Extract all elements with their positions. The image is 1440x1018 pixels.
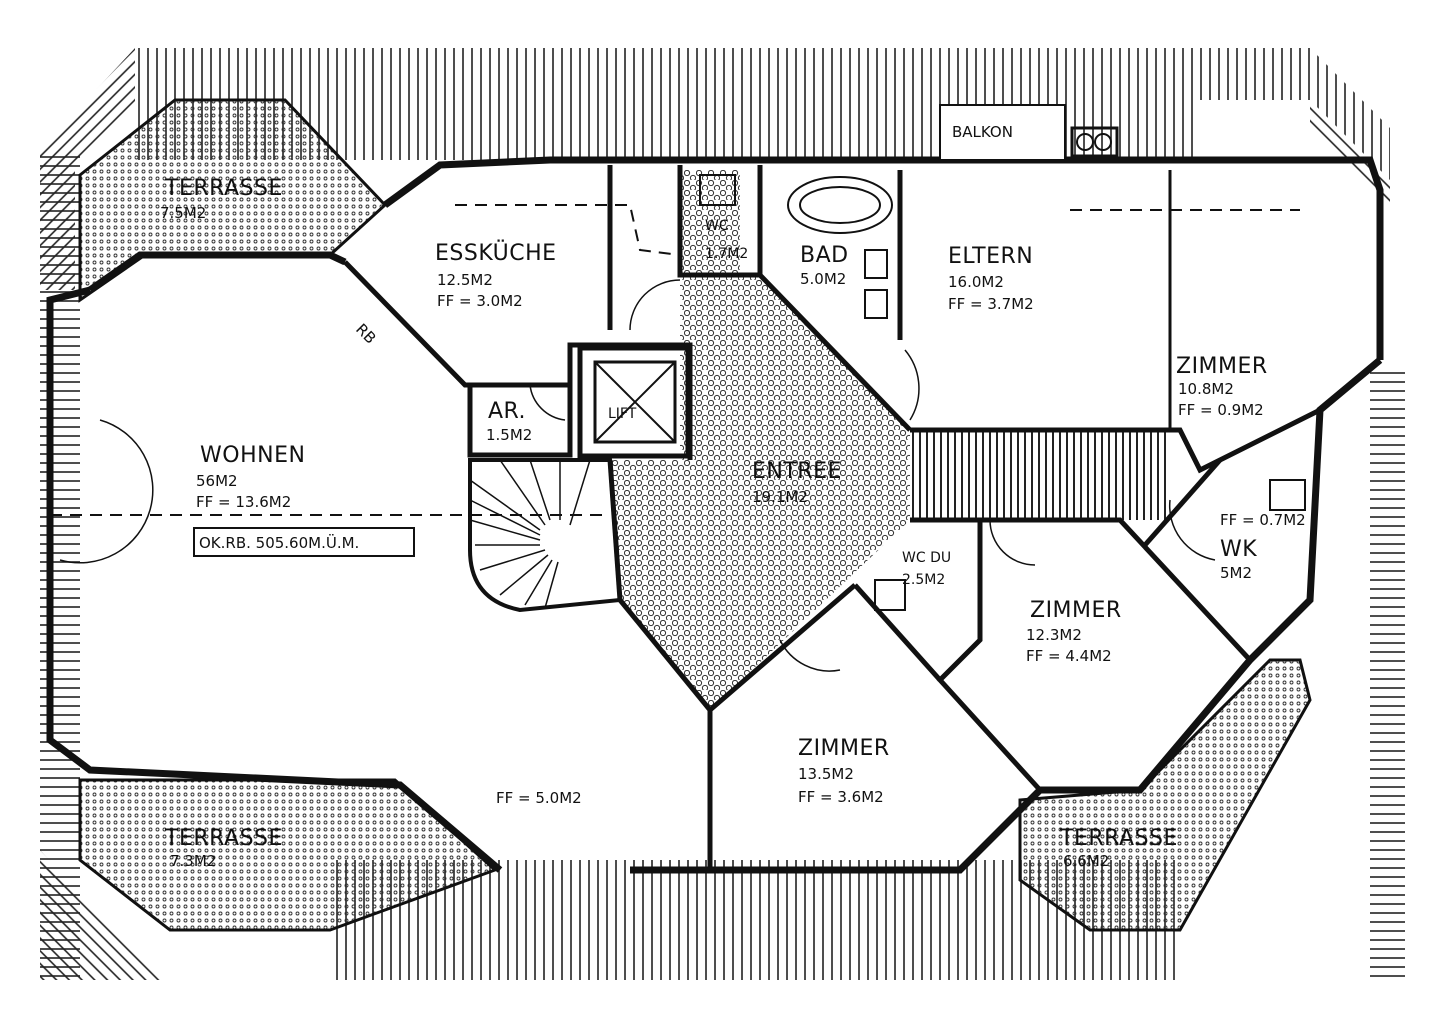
wohnen-area: 56M2 xyxy=(196,472,238,490)
zimmer-ne-area: 10.8M2 xyxy=(1178,380,1234,398)
entree-floor xyxy=(610,170,1170,710)
level-note: OK.RB. 505.60M.Ü.M. xyxy=(199,533,359,552)
ar-name: AR. xyxy=(488,399,526,424)
level-note-box xyxy=(193,527,415,557)
esskueche-name: ESSKÜCHE xyxy=(435,240,557,266)
wk-ff: FF = 0.7M2 xyxy=(1220,511,1306,529)
zimmer-s-area: 13.5M2 xyxy=(798,765,854,783)
esskueche-area: 12.5M2 xyxy=(437,271,493,289)
zimmer-s-name: ZIMMER xyxy=(798,736,890,761)
wc-upper-name: WC xyxy=(705,218,729,234)
dashed-lines xyxy=(50,204,1300,516)
zimmer-e-area: 12.3M2 xyxy=(1026,626,1082,644)
ar-area: 1.5M2 xyxy=(486,426,532,444)
bad-area: 5.0M2 xyxy=(800,270,846,288)
bad-name: BAD xyxy=(800,243,849,268)
rb-label: RB xyxy=(352,320,379,347)
wc-upper-area: 1.7M2 xyxy=(705,246,748,262)
wk-name: WK xyxy=(1220,537,1257,562)
wohnen-name: WOHNEN xyxy=(200,443,305,468)
room-labels: TERRASSE 7.5M2 ESSKÜCHE 12.5M2 FF = 3.0M… xyxy=(160,123,1306,870)
wohnen-ff-south: FF = 5.0M2 xyxy=(496,789,582,807)
zimmer-e-name: ZIMMER xyxy=(1030,598,1122,623)
zimmer-e-ff: FF = 4.4M2 xyxy=(1026,647,1112,665)
terrasse-sw-area: 7.3M2 xyxy=(170,852,216,870)
terrasse-sw-name: TERRASSE xyxy=(164,826,283,851)
esskueche-ff: FF = 3.0M2 xyxy=(437,292,523,310)
entree-area: 19.1M2 xyxy=(752,488,808,506)
lift-shaft xyxy=(577,345,691,459)
terrasse-nw-area: 7.5M2 xyxy=(160,204,206,222)
wk-area: 5M2 xyxy=(1220,564,1252,582)
terrasse-nw-name: TERRASSE xyxy=(164,176,283,201)
eltern-ff: FF = 3.7M2 xyxy=(948,295,1034,313)
terrasse-se-area: 6.6M2 xyxy=(1063,852,1109,870)
balkon-label: BALKON xyxy=(952,123,1013,141)
eltern-name: ELTERN xyxy=(948,244,1033,269)
zimmer-ne-name: ZIMMER xyxy=(1176,354,1268,379)
zimmer-ne-ff: FF = 0.9M2 xyxy=(1178,401,1264,419)
wc-du-area: 2.5M2 xyxy=(902,572,945,588)
staircase xyxy=(468,458,623,613)
sanitary-fixtures xyxy=(699,126,1306,611)
roof-hatching xyxy=(40,48,1405,980)
eltern-area: 16.0M2 xyxy=(948,273,1004,291)
door-swings xyxy=(59,279,1216,672)
balkon-outline xyxy=(939,104,1066,161)
terrasse-se-name: TERRASSE xyxy=(1059,826,1178,851)
wohnen-ff: FF = 13.6M2 xyxy=(196,493,291,511)
lift-name: LIFT xyxy=(608,406,637,422)
wc-du-name: WC DU xyxy=(902,550,951,566)
zimmer-s-ff: FF = 3.6M2 xyxy=(798,788,884,806)
terrace-areas xyxy=(78,98,1312,932)
entree-name: ENTREE xyxy=(752,459,842,484)
